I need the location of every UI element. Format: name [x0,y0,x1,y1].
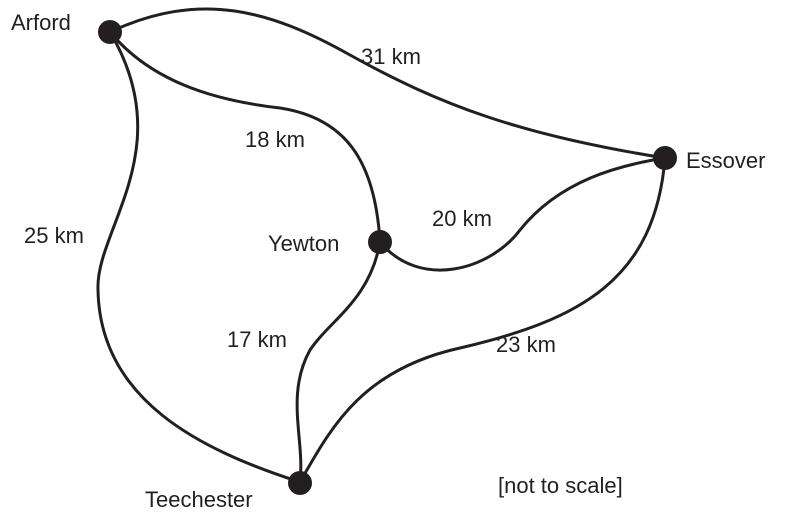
town-essover-label: Essover [686,148,765,173]
town-teechester-label: Teechester [145,487,253,512]
road-yewton-teechester [295,240,382,484]
distance-arford-yewton: 18 km [245,127,305,152]
road-teechester-essover [298,156,667,484]
road-arford-teechester [96,30,302,484]
distance-teechester-essover: 23 km [496,332,556,357]
road-arford-essover [108,7,667,160]
town-yewton-label: Yewton [268,231,339,256]
town-arford-dot [98,20,122,44]
road-arford-yewton [108,30,382,244]
distance-arford-teechester: 25 km [24,223,84,248]
town-teechester-dot [288,471,312,495]
not-to-scale-note: [not to scale] [498,473,623,498]
town-arford-label: Arford [11,10,71,35]
distance-arford-essover: 31 km [361,44,421,69]
distance-yewton-essover: 20 km [432,206,492,231]
road-yewton-essover [378,156,667,272]
town-essover-dot [653,146,677,170]
distance-yewton-teechester: 17 km [227,327,287,352]
town-yewton-dot [368,230,392,254]
